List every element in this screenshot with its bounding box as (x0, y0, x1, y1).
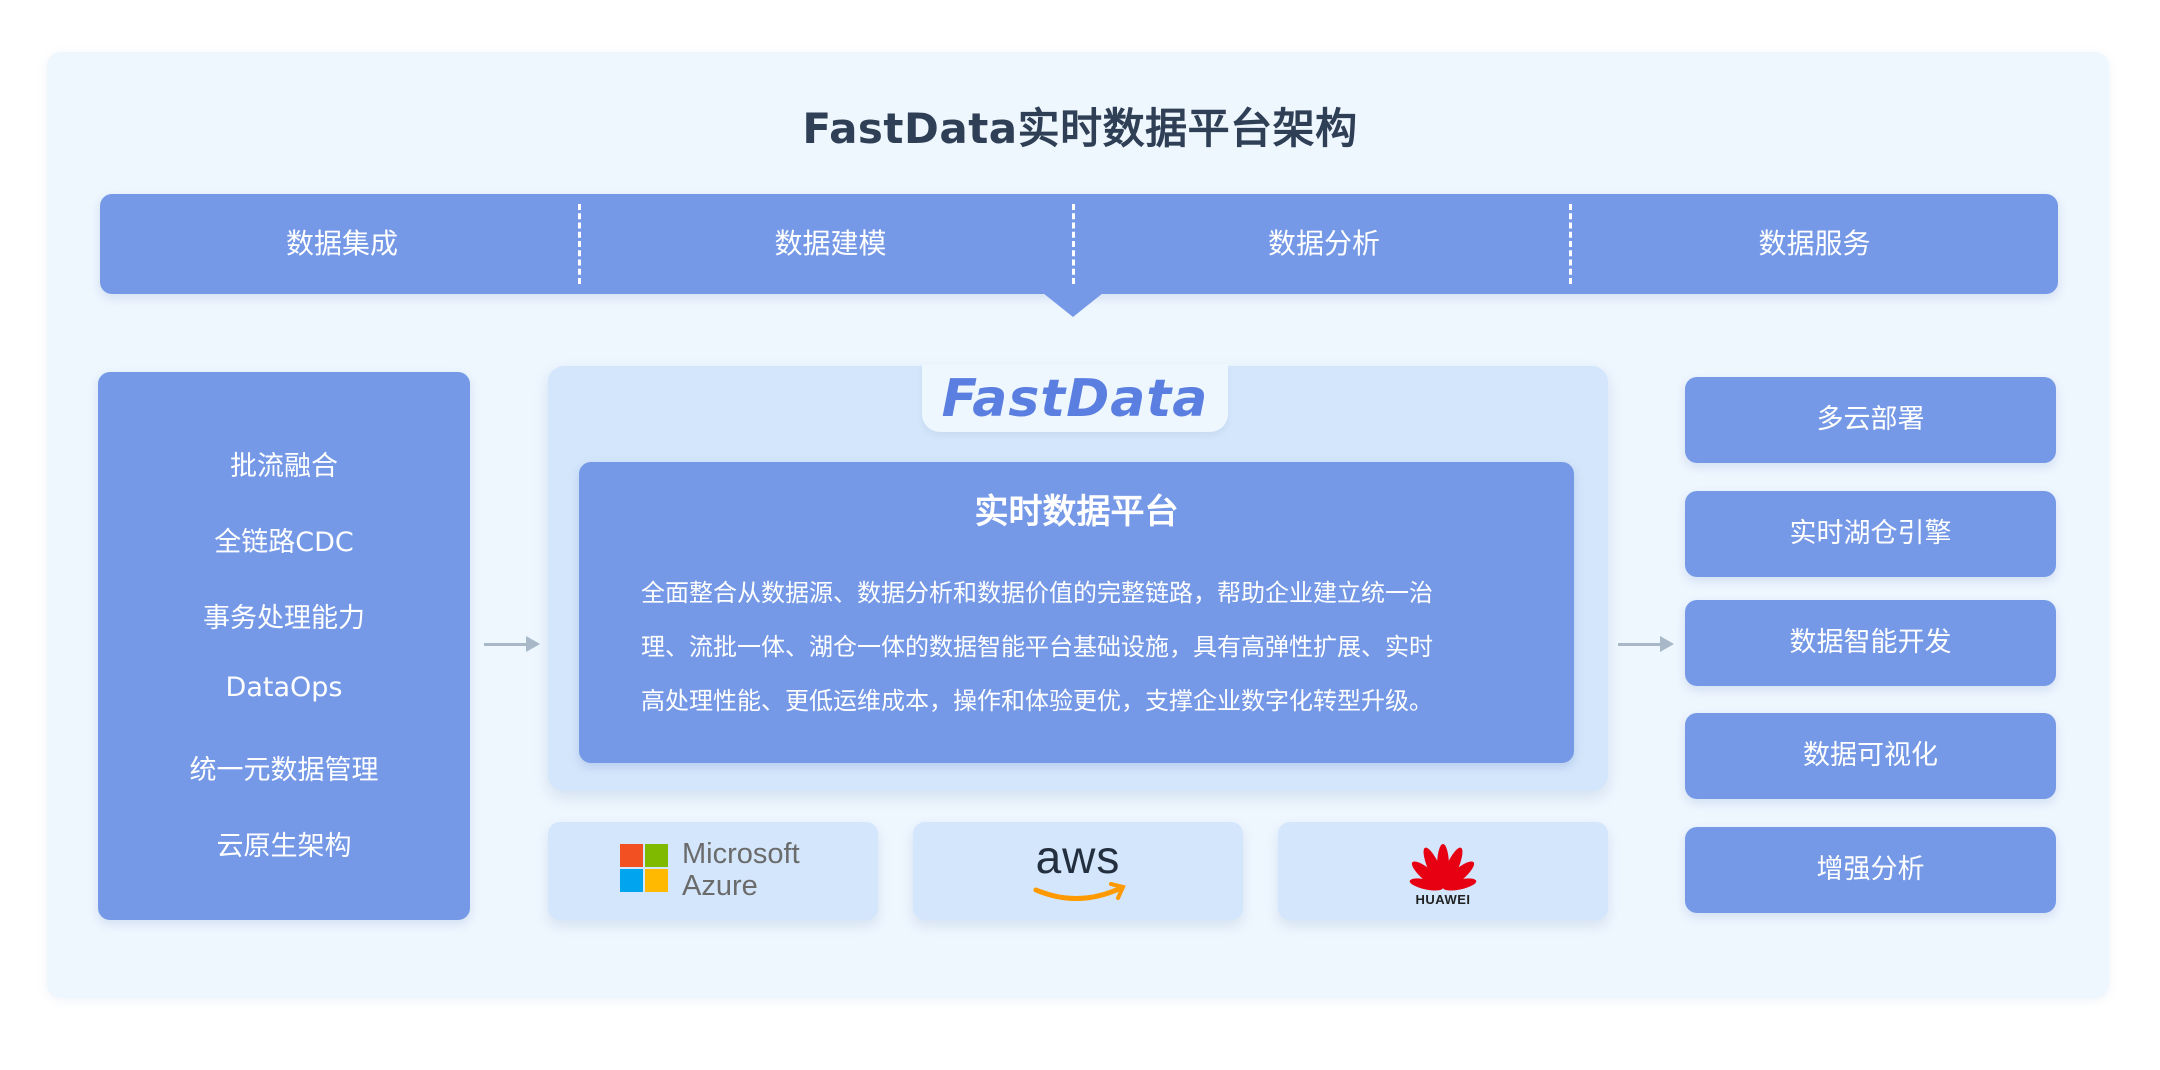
feature-item: 批流融合 (230, 451, 338, 482)
huawei-card: HUAWEI (1278, 822, 1608, 920)
huawei-wordmark: HUAWEI (1415, 892, 1471, 907)
capability-divider (578, 204, 581, 284)
feature-item: DataOps (225, 672, 343, 703)
capability-data-service: 数据服务 (1758, 227, 1871, 260)
right-arrow (1618, 636, 1674, 652)
capability-data-integration: 数据集成 (285, 227, 398, 260)
description-line: 理、流批一体、湖仓一体的数据智能平台基础设施，具有高弹性扩展、实时 (641, 633, 1433, 661)
microsoft-logo-icon (620, 844, 668, 892)
capability-divider (1072, 204, 1075, 284)
feature-item: 全链路CDC (214, 527, 354, 558)
azure-line2: Azure (682, 870, 758, 902)
azure-card: Microsoft Azure (548, 822, 878, 920)
feature-item: 云原生架构 (216, 831, 352, 862)
azure-wordmark: Microsoft Azure (682, 838, 800, 902)
capability-visualization: 数据可视化 (1685, 713, 2056, 799)
capability-divider (1569, 204, 1572, 284)
capability-data-analysis: 数据分析 (1267, 227, 1380, 260)
platform-title: 实时数据平台 (974, 492, 1179, 532)
capability-multi-cloud: 多云部署 (1685, 377, 2056, 463)
description-line: 高处理性能、更低运维成本，操作和体验更优，支撑企业数字化转型升级。 (641, 687, 1433, 715)
platform-card (579, 462, 1574, 763)
fastdata-logo: FastData (941, 369, 1209, 429)
capability-intelligent-dev: 数据智能开发 (1685, 600, 2056, 686)
feature-item: 统一元数据管理 (189, 755, 379, 786)
huawei-petal-icon (1409, 844, 1477, 891)
description-line: 全面整合从数据源、数据分析和数据价值的完整链路，帮助企业建立统一治 (641, 579, 1433, 607)
capability-data-modeling: 数据建模 (774, 227, 887, 260)
aws-wordmark: aws (1035, 831, 1121, 883)
capability-augmented-analytics: 增强分析 (1685, 827, 2056, 913)
feature-panel: 批流融合 全链路CDC 事务处理能力 DataOps 统一元数据管理 云原生架构 (98, 372, 470, 920)
feature-item: 事务处理能力 (203, 603, 365, 634)
diagram-title: FastData实时数据平台架构 (802, 104, 1358, 153)
capability-bar-pointer (1043, 293, 1103, 317)
azure-line1: Microsoft (682, 838, 800, 870)
left-arrow (484, 636, 540, 652)
capability-lakehouse-engine: 实时湖仓引擎 (1685, 491, 2056, 577)
logo-tab (922, 364, 1228, 432)
aws-card: aws (913, 822, 1243, 920)
amazon-smile-icon (1033, 882, 1126, 901)
capability-bar: 数据集成 数据建模 数据分析 数据服务 (100, 194, 2058, 294)
platform-description: 全面整合从数据源、数据分析和数据价值的完整链路，帮助企业建立统一治 理、流批一体… (641, 566, 1513, 728)
